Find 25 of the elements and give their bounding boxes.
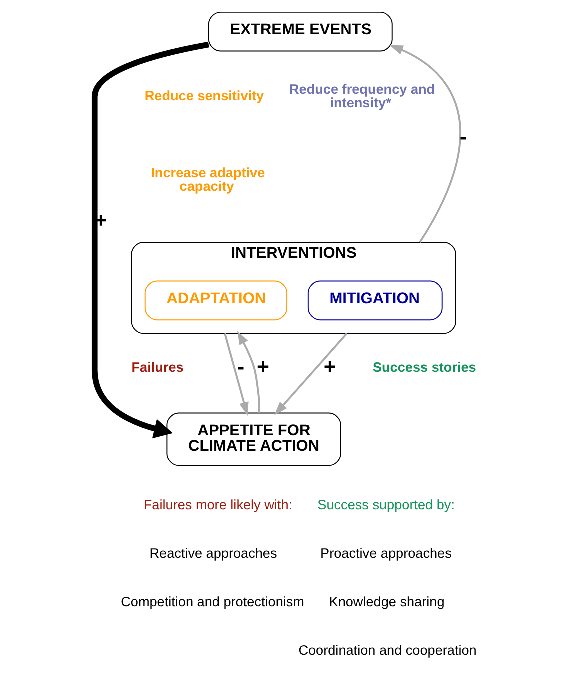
edge-label: - bbox=[460, 125, 467, 150]
node-box: EXTREME EVENTS bbox=[208, 12, 393, 52]
label: Competition and protectionism bbox=[121, 594, 304, 610]
node-box: APPETITE FOR CLIMATE ACTION bbox=[166, 412, 342, 466]
label: Success stories bbox=[372, 360, 476, 376]
arrow bbox=[224, 333, 249, 416]
label: Failures bbox=[132, 360, 184, 376]
label: Proactive approaches bbox=[320, 546, 452, 562]
node-box: MITIGATION bbox=[308, 280, 443, 321]
arrow bbox=[238, 331, 260, 413]
edge-label: - bbox=[238, 355, 245, 380]
arrow bbox=[92, 42, 210, 439]
label: Reduce frequency and intensity* bbox=[289, 82, 436, 111]
arrow bbox=[274, 333, 348, 416]
label: Reactive approaches bbox=[150, 546, 278, 562]
label: Coordination and cooperation bbox=[298, 643, 477, 658]
arrow bbox=[390, 45, 462, 243]
label: Failures more likely with: bbox=[144, 498, 293, 513]
label: Knowledge sharing bbox=[329, 594, 445, 610]
node-box: ADAPTATION bbox=[144, 280, 288, 321]
label: Reduce sensitivity bbox=[144, 88, 264, 104]
label: Increase adaptive capacity bbox=[151, 166, 266, 194]
label: Success supported by: bbox=[318, 498, 456, 513]
edge-label: + bbox=[256, 355, 270, 380]
edge-label: + bbox=[324, 355, 336, 380]
